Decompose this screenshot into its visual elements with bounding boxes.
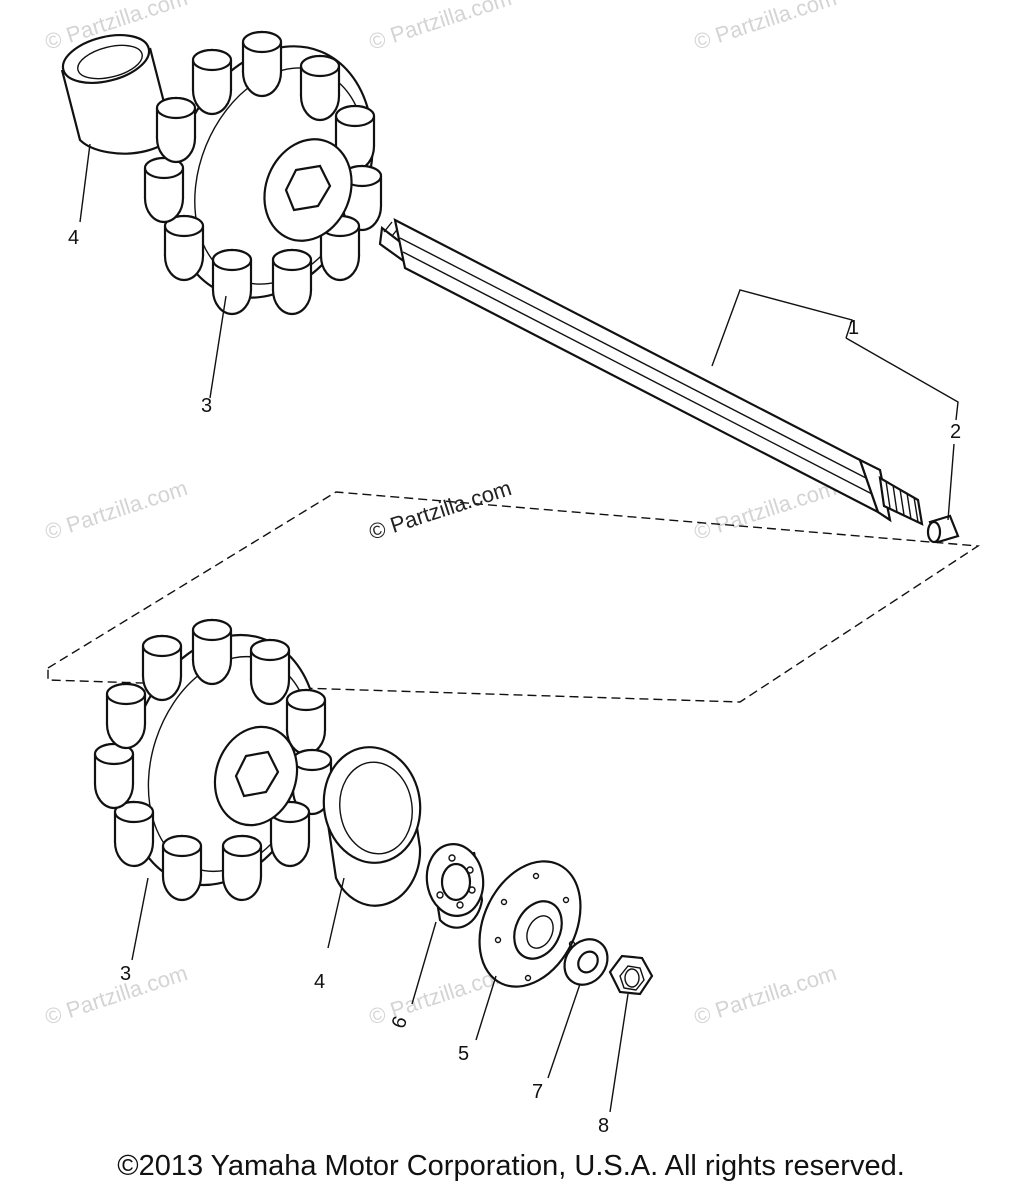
- sprocket-bottom: [93, 618, 333, 902]
- drive-shaft: [378, 217, 924, 526]
- copyright-notice: ©2013 Yamaha Motor Corporation, U.S.A. A…: [117, 1150, 905, 1182]
- watermark-main: © Partzilla.com: [366, 475, 515, 545]
- callout-4-bottom: 4: [314, 971, 325, 993]
- callout-5: 5: [458, 1043, 469, 1065]
- watermark: © Partzilla.com: [366, 0, 515, 55]
- watermark: © Partzilla.com: [42, 960, 191, 1030]
- pin: [926, 514, 960, 544]
- leader-lines: [79, 143, 959, 1113]
- washer: [563, 938, 609, 986]
- callout-3-top: 3: [201, 395, 212, 417]
- watermark: © Partzilla.com: [691, 0, 840, 55]
- watermark: © Partzilla.com: [691, 960, 840, 1030]
- sprocket-top: [143, 30, 383, 316]
- nut: [608, 954, 654, 996]
- flange-plate: [478, 860, 582, 988]
- bearing: [425, 843, 485, 929]
- callout-1: 1: [848, 317, 859, 339]
- assembly-outline: [47, 491, 981, 703]
- callout-2: 2: [950, 421, 961, 443]
- callout-8: 8: [598, 1115, 609, 1137]
- callout-4-top: 4: [68, 227, 79, 249]
- collar-top: [60, 34, 175, 155]
- callout-7: 7: [532, 1081, 543, 1103]
- watermark: © Partzilla.com: [42, 475, 191, 545]
- callout-3-bottom: 3: [120, 963, 131, 985]
- watermark: © Partzilla.com: [691, 475, 840, 545]
- collar-bottom: [322, 746, 422, 907]
